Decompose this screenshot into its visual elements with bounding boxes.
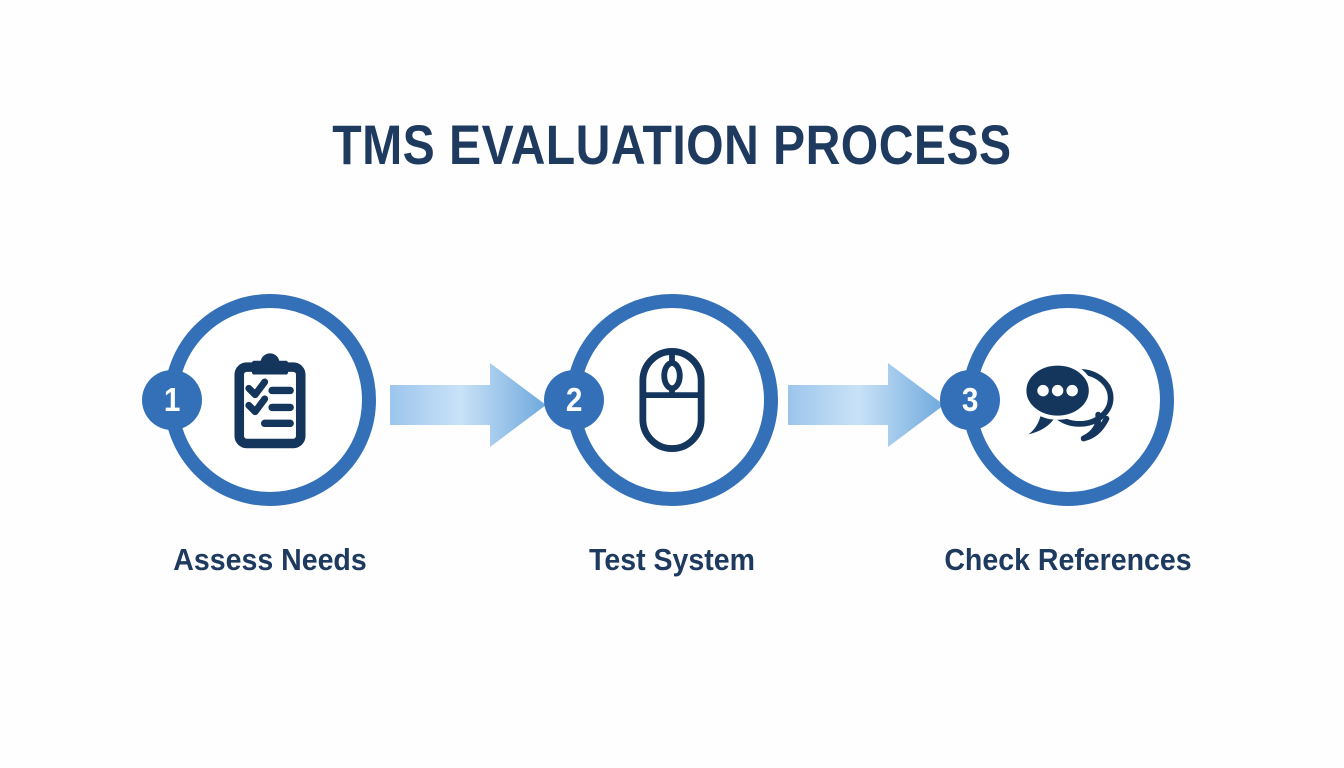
step-3-number: 3 <box>961 381 979 418</box>
computer-mouse-icon <box>639 348 705 452</box>
step-2-label: Test System <box>589 542 755 577</box>
step-1-number-badge: 1 <box>142 370 202 430</box>
step-3-label: Check References <box>944 542 1192 577</box>
step-3-number-badge: 3 <box>940 370 1000 430</box>
step-assess-needs: 1 Assess Needs <box>142 294 376 577</box>
arrow-step1-to-step2 <box>390 363 546 447</box>
arrow-step2-to-step3 <box>788 363 944 447</box>
page-title: TMS EVALUATION PROCESS <box>0 112 1344 177</box>
step-2-number-badge: 2 <box>544 370 604 430</box>
step-1-number: 1 <box>163 381 181 418</box>
page-title-text: TMS EVALUATION PROCESS <box>332 113 1012 176</box>
step-check-references: 3 Check References <box>940 294 1192 577</box>
clipboard-checklist-icon <box>234 353 306 449</box>
chat-bubbles-icon <box>1022 361 1114 442</box>
step-1-label: Assess Needs <box>173 542 367 577</box>
step-2-number: 2 <box>565 381 583 418</box>
step-test-system: 2 Test System <box>544 294 778 577</box>
